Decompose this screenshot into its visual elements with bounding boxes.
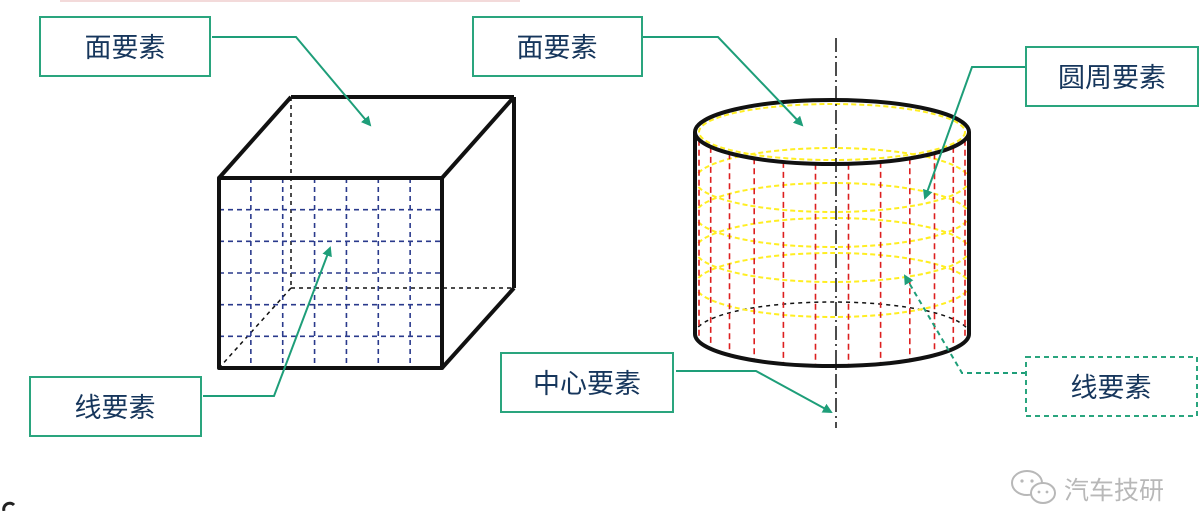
cube-visible-edges: [217, 95, 516, 370]
cylinder-outline: [693, 98, 971, 368]
leader-cyl-line: [903, 274, 1026, 374]
cylinder-circle-rings: [694, 103, 970, 318]
leader-cyl-center: [676, 370, 833, 413]
label-box-cyl-circle: 圆周要素: [1025, 46, 1199, 107]
label-box-cyl-line: 线要素: [1025, 356, 1198, 417]
leader-cyl-face: [643, 36, 804, 127]
cylinder-ring: [694, 217, 970, 251]
label-cyl-center: 中心要素: [533, 369, 641, 400]
leader-cube-line: [203, 246, 332, 397]
cylinder-ring: [694, 182, 970, 216]
label-box-cyl-center: 中心要素: [500, 352, 674, 413]
label-cyl-line: 线要素: [1071, 373, 1152, 404]
cube-face-grid: [219, 178, 442, 368]
wechat-icon: [1011, 470, 1056, 504]
cube-hidden-edges: [218, 97, 514, 369]
cylinder: [693, 38, 971, 428]
cylinder-ring: [694, 249, 970, 283]
cylinder-ring: [694, 252, 970, 286]
cylinder-ring: [694, 284, 970, 318]
leader-cyl-circle: [922, 66, 1026, 200]
cylinder-ring: [694, 147, 970, 181]
label-cube-line: 线要素: [75, 393, 156, 424]
corner-artifact: [2, 501, 16, 511]
watermark-text: 汽车技研: [1064, 476, 1164, 505]
cylinder-bottom-hidden: [694, 301, 970, 335]
label-box-cube-line: 线要素: [29, 376, 202, 437]
cylinder-ring: [694, 214, 970, 248]
cube: [217, 95, 516, 370]
cylinder-ring: [698, 103, 966, 161]
leader-cube-face: [212, 36, 372, 127]
label-cyl-face: 面要素: [517, 33, 598, 64]
label-box-cube-face: 面要素: [39, 16, 211, 77]
cylinder-generator-lines: [698, 139, 966, 366]
leader-lines: [203, 36, 1026, 413]
label-box-cyl-face: 面要素: [472, 16, 643, 77]
cylinder-ring: [694, 179, 970, 213]
label-cyl-circle: 圆周要素: [1058, 63, 1166, 94]
label-cube-face: 面要素: [85, 33, 166, 64]
